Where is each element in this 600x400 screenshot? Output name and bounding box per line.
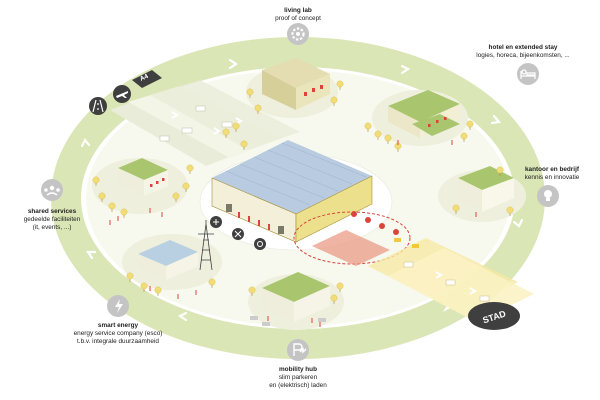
living-lab-node: [246, 58, 338, 118]
airplane-icon: [113, 85, 131, 103]
mobility-hub-line2: en (elektrisch) laden: [269, 382, 327, 389]
city-sign: STAD: [468, 302, 520, 330]
central-warehouse: [199, 140, 393, 251]
motorway: [110, 80, 300, 166]
shared-services-title: shared services: [27, 208, 77, 215]
mobility-hub-line1: slim parkeren: [278, 374, 318, 381]
hotel-title: hotel en extended stay: [488, 44, 558, 51]
parking-charge-icon: [287, 339, 309, 361]
bed-icon: [517, 63, 539, 85]
mobility-hub-node: [248, 272, 344, 330]
ring-arrows: [80, 58, 524, 322]
smart-energy-label: smart energy energy service company (esc…: [60, 322, 176, 346]
hotel-label: hotel en extended stay logies, horeca, b…: [448, 44, 598, 60]
road-sign-label: A4: [139, 73, 150, 83]
shared-services-line1: gedeelde faciliteiten: [23, 216, 81, 223]
gear-icon: [287, 23, 309, 45]
shared-services-node: [92, 158, 188, 214]
kantoor-label: kantoor en bedrijf kennis en innovatie: [510, 166, 594, 182]
shared-services-line2: (it, events, ...): [32, 224, 72, 231]
mobility-hub-title: mobility hub: [279, 366, 317, 373]
smart-energy-line2: t.b.v. integrale duurzaamheid: [77, 338, 159, 345]
living-lab-subtitle: proof of concept: [275, 15, 321, 22]
shared-services-label: shared services gedeelde faciliteiten (i…: [4, 208, 100, 232]
smart-energy-node: [122, 220, 222, 290]
office-node: [438, 166, 526, 222]
lightbulb-icon: [537, 185, 559, 207]
hotel-node: [372, 90, 468, 146]
power-pylon: [198, 220, 214, 271]
living-lab-title: living lab: [284, 7, 312, 14]
road-sign: A4: [132, 70, 162, 88]
process-icons: [210, 216, 266, 250]
kantoor-title: kantoor en bedrijf: [525, 166, 579, 173]
group-icon: [41, 179, 63, 201]
hotel-subtitle: logies, horeca, bijeenkomsten, ...: [476, 52, 570, 59]
smart-energy-line1: energy service company (esco): [73, 330, 163, 337]
living-lab-label: living lab proof of concept: [258, 7, 338, 23]
lightning-icon: [107, 295, 129, 317]
logistics-loop: [293, 211, 411, 266]
mobility-hub-label: mobility hub slim parkeren en (elektrisc…: [254, 366, 342, 390]
smart-energy-title: smart energy: [97, 322, 139, 329]
highway-icon: [89, 97, 107, 115]
kantoor-subtitle: kennis en innovatie: [524, 174, 580, 181]
